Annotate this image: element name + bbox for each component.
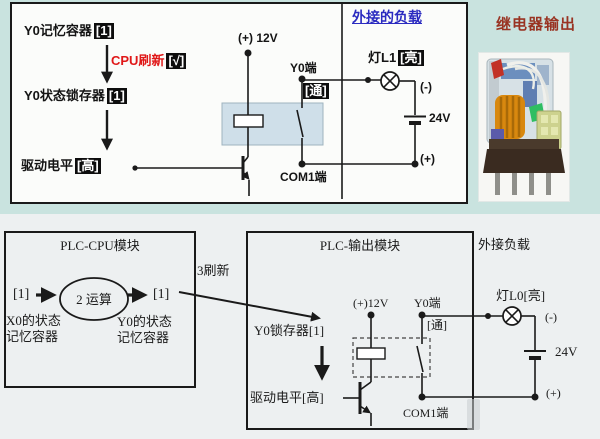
- battery-plus-label: (+): [420, 152, 435, 166]
- lamp-l0-label: 灯L0[亮]: [496, 288, 546, 303]
- watermark-smudge: [467, 399, 480, 430]
- battery-minus-label: (-): [420, 80, 432, 94]
- battery-voltage-label: 24V: [429, 111, 451, 125]
- external-load-title: 外接的负载: [352, 9, 422, 25]
- cpu-output-value: [1]: [153, 287, 170, 302]
- relay-output-title: 继电器输出: [495, 16, 576, 33]
- output-supply-label: (+)12V: [353, 296, 389, 310]
- relay-illustration: [483, 58, 565, 195]
- output-com1-label: COM1端: [403, 406, 449, 420]
- top-circuit-wiring: [101, 4, 426, 199]
- y0-caption: Y0的状态 记忆容器: [117, 314, 172, 346]
- cpu-input-value: [1]: [13, 287, 30, 302]
- lamp-l1-label: 灯L1[亮]: [368, 50, 424, 66]
- ext-battery-minus-label: (-): [545, 310, 557, 324]
- ext-battery-plus-label: (+): [546, 386, 561, 400]
- output-y0-terminal-label: Y0端: [414, 296, 441, 310]
- relay-photo: [478, 52, 570, 202]
- com1-terminal-label: COM1端: [280, 170, 327, 184]
- lamp-state-badge: [亮]: [398, 50, 424, 66]
- cpu-refresh-label: CPU刷新[√]: [111, 53, 187, 69]
- y0-terminal-label: Y0端: [290, 61, 317, 75]
- memory-value-badge: [1]: [93, 23, 114, 39]
- output-drive-label: 驱动电平[高]: [250, 390, 324, 405]
- output-latch-label: Y0锁存器[1]: [254, 323, 325, 338]
- drive-value-badge: [高]: [75, 158, 101, 174]
- latch-value-badge: [1]: [106, 88, 127, 104]
- ext-battery-voltage-label: 24V: [555, 344, 578, 359]
- operation-label: 2 运算: [76, 292, 112, 307]
- status-latch-label: Y0状态锁存器[1]: [24, 88, 127, 104]
- drive-level-label: 驱动电平[高]: [21, 158, 101, 174]
- output-module-title: PLC-输出模块: [319, 238, 401, 253]
- y0-state-badge: [通]: [303, 83, 329, 99]
- output-y0-state-label: [通]: [427, 318, 447, 332]
- refresh-value-badge: [√]: [166, 53, 187, 69]
- x0-caption: X0的状态 记忆容器: [6, 313, 61, 345]
- memory-cell-label: Y0记忆容器[1]: [24, 23, 114, 39]
- external-load-panel-title: 外接负载: [478, 237, 531, 252]
- supply-12v-label: (+) 12V: [238, 31, 278, 45]
- refresh-step-label: 3刷新: [197, 263, 230, 278]
- cpu-module-title: PLC-CPU模块: [60, 238, 140, 253]
- bottom-diagram-wiring: [4, 231, 546, 430]
